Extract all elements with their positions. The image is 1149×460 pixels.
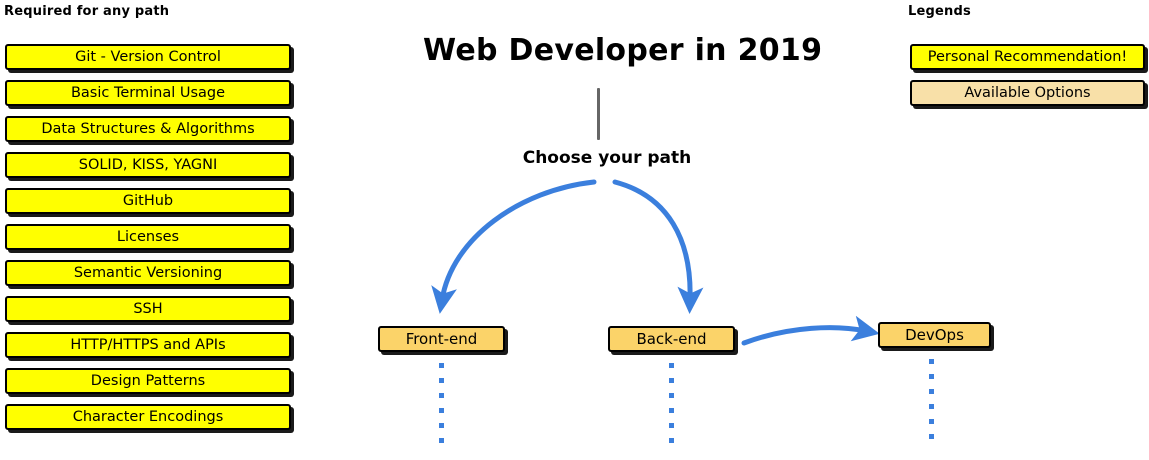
dot — [669, 378, 674, 383]
stem-connector-line — [597, 88, 600, 140]
path-box-back-end[interactable]: Back-end — [608, 326, 735, 352]
dot — [439, 438, 444, 443]
arrow-to-backend — [612, 179, 704, 314]
required-item[interactable]: Git - Version Control — [5, 44, 291, 70]
required-item-label: Basic Terminal Usage — [70, 84, 226, 101]
required-item[interactable]: HTTP/HTTPS and APIs — [5, 332, 291, 358]
dot — [669, 438, 674, 443]
required-item-label: Data Structures & Algorithms — [41, 120, 255, 137]
legend-item-label: Personal Recommendation! — [927, 48, 1128, 65]
required-item[interactable]: Licenses — [5, 224, 291, 250]
dot — [669, 363, 674, 368]
required-item[interactable]: Data Structures & Algorithms — [5, 116, 291, 142]
required-item[interactable]: Semantic Versioning — [5, 260, 291, 286]
required-item-label: SOLID, KISS, YAGNI — [78, 156, 218, 173]
required-item-label: GitHub — [122, 192, 174, 209]
required-item[interactable]: Character Encodings — [5, 404, 291, 430]
dotted-continuation-devops — [929, 359, 934, 439]
legend-item-label: Available Options — [964, 84, 1091, 101]
dot — [929, 404, 934, 409]
legends-list: Personal Recommendation! Available Option… — [910, 44, 1145, 116]
required-item[interactable]: SSH — [5, 296, 291, 322]
dot — [929, 419, 934, 424]
dot — [929, 359, 934, 364]
required-item-label: Licenses — [116, 228, 180, 245]
legend-item: Personal Recommendation! — [910, 44, 1145, 70]
dot — [669, 408, 674, 413]
required-item-label: SSH — [133, 300, 163, 317]
dotted-continuation-back-end — [669, 363, 674, 443]
required-item[interactable]: SOLID, KISS, YAGNI — [5, 152, 291, 178]
arrow-to-frontend — [431, 179, 597, 314]
required-item-label: HTTP/HTTPS and APIs — [70, 336, 226, 353]
legends-heading: Legends — [908, 4, 971, 19]
page-title: Web Developer in 2019 — [423, 33, 823, 68]
dot — [439, 423, 444, 428]
dot — [439, 393, 444, 398]
dot — [439, 363, 444, 368]
dot — [929, 434, 934, 439]
path-box-front-end[interactable]: Front-end — [378, 326, 505, 352]
required-item[interactable]: GitHub — [5, 188, 291, 214]
arrow-backend-to-devops — [741, 315, 880, 346]
dot — [929, 389, 934, 394]
choose-your-path-label: Choose your path — [522, 148, 692, 168]
required-item[interactable]: Design Patterns — [5, 368, 291, 394]
legend-item: Available Options — [910, 80, 1145, 106]
required-item-label: Semantic Versioning — [73, 264, 223, 281]
dotted-continuation-front-end — [439, 363, 444, 443]
required-section-heading: Required for any path — [4, 4, 170, 19]
path-box-label: Front-end — [405, 329, 478, 348]
dot — [669, 423, 674, 428]
required-item-label: Design Patterns — [90, 372, 206, 389]
required-item[interactable]: Basic Terminal Usage — [5, 80, 291, 106]
dot — [929, 374, 934, 379]
required-item-label: Character Encodings — [72, 408, 224, 425]
path-box-label: Back-end — [636, 329, 707, 348]
path-box-devops[interactable]: DevOps — [878, 322, 991, 348]
dot — [669, 393, 674, 398]
dot — [439, 378, 444, 383]
path-box-label: DevOps — [905, 325, 964, 344]
required-item-label: Git - Version Control — [75, 48, 221, 65]
dot — [439, 408, 444, 413]
